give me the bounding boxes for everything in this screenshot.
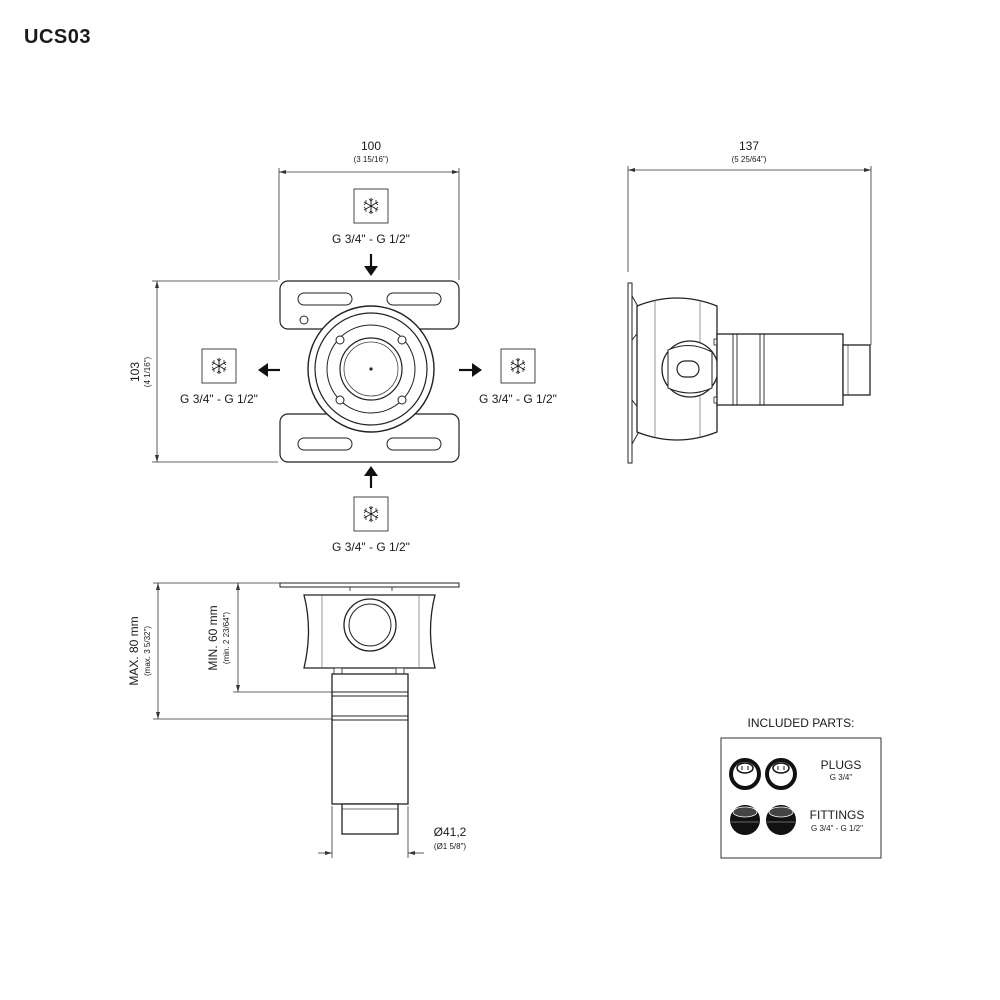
height-dim-imperial: (4 1/16"): [143, 356, 152, 387]
width-dim-imperial: (3 15/16"): [354, 155, 389, 164]
min-depth-imperial: (min. 2 23/64"): [222, 612, 231, 665]
min-depth-dimension: MIN. 60 mm (min. 2 23/64"): [206, 583, 332, 693]
max-depth-imperial: (max. 3 5/32"): [143, 626, 152, 676]
min-depth-metric: MIN. 60 mm: [206, 605, 220, 670]
max-depth-dimension: MAX. 80 mm (max. 3 5/32"): [127, 582, 332, 720]
plug-icon: [729, 758, 797, 790]
port-bottom-label: G 3/4" - G 1/2": [332, 540, 410, 554]
model-code: UCS03: [24, 26, 91, 48]
bottom-view: MAX. 80 mm (max. 3 5/32") MIN. 60 mm (mi…: [127, 582, 467, 858]
screw-icon: [335, 335, 407, 405]
valve-body-front: [307, 305, 435, 433]
port-right: G 3/4" - G 1/2": [459, 348, 557, 406]
port-right-label: G 3/4" - G 1/2": [479, 392, 557, 406]
part-plugs-name: PLUGS: [821, 758, 862, 772]
arrow-right-icon: [472, 363, 482, 377]
port-top: G 3/4" - G 1/2": [332, 188, 410, 276]
mounting-plate: [279, 280, 460, 463]
depth-dimension: 137 (5 25/64"): [627, 139, 872, 345]
arrow-left-icon: [258, 363, 268, 377]
width-dimension: 100 (3 15/16"): [278, 139, 460, 280]
part-plugs-spec: G 3/4": [830, 773, 853, 782]
front-view: 100 (3 15/16") 103 (4 1/16") G 3/4" - G …: [128, 139, 557, 554]
port-left-label: G 3/4" - G 1/2": [180, 392, 258, 406]
height-dimension: 103 (4 1/16"): [128, 280, 278, 463]
included-parts-title: INCLUDED PARTS:: [748, 716, 855, 730]
diameter-dimension: Ø41,2 (Ø1 5/8"): [318, 806, 467, 858]
depth-dim-imperial: (5 25/64"): [732, 155, 767, 164]
side-view: 137 (5 25/64"): [627, 139, 872, 464]
port-bottom: G 3/4" - G 1/2": [332, 466, 410, 554]
part-fittings-spec: G 3/4" - G 1/2": [811, 824, 863, 833]
max-depth-metric: MAX. 80 mm: [127, 616, 141, 685]
height-dim-metric: 103: [128, 362, 142, 382]
diameter-imperial: (Ø1 5/8"): [434, 842, 467, 851]
depth-dim-metric: 137: [739, 139, 759, 153]
included-parts-panel: INCLUDED PARTS: PLUGS G 3/4": [720, 716, 882, 859]
arrow-up-icon: [364, 466, 378, 476]
fitting-icon: [730, 805, 796, 835]
port-top-label: G 3/4" - G 1/2": [332, 232, 410, 246]
width-dim-metric: 100: [361, 139, 381, 153]
part-fittings-name: FITTINGS: [810, 808, 865, 822]
port-left: G 3/4" - G 1/2": [180, 348, 280, 406]
diameter-metric: Ø41,2: [434, 825, 467, 839]
arrow-down-icon: [364, 266, 378, 276]
